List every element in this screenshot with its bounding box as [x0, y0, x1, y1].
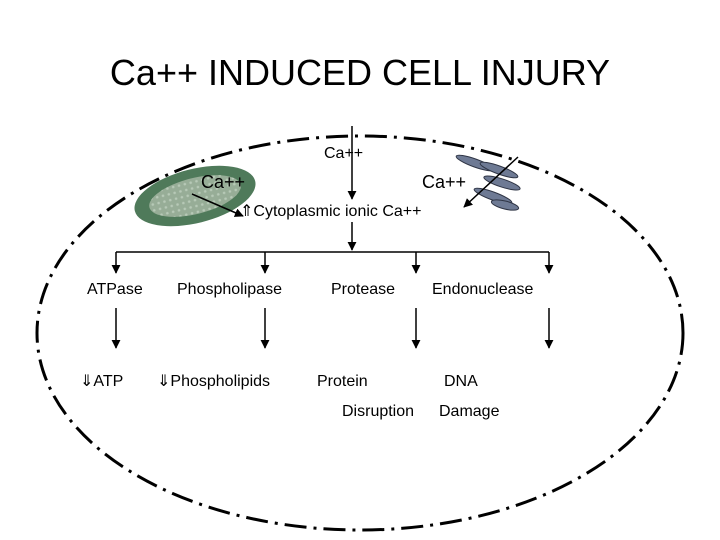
ca-top-label: Ca++ — [324, 145, 364, 162]
effect-atp: ⇓ATP — [80, 373, 124, 390]
effect-phospholipids: ⇓Phospholipids — [157, 373, 271, 390]
enzyme-protease: Protease — [331, 281, 396, 298]
enzyme-endonuclease: Endonuclease — [432, 281, 534, 298]
slide-title: Ca++ INDUCED CELL INJURY — [109, 52, 611, 93]
effect-protein: Protein — [317, 373, 368, 390]
cytoplasmic-ca-label: ⇑Cytoplasmic ionic Ca++ — [240, 203, 422, 220]
ca-mito-label: Ca++ — [201, 172, 246, 192]
arrow-er-influx — [463, 156, 519, 208]
enzyme-atpase: ATPase — [87, 281, 143, 298]
cell-membrane — [35, 134, 685, 532]
effect-dna: DNA — [444, 373, 478, 390]
effect-disruption: Disruption — [342, 403, 415, 420]
arrow-mito-influx — [191, 193, 244, 217]
ca-er-label: Ca++ — [422, 172, 467, 192]
effect-damage: Damage — [439, 403, 500, 420]
enzyme-phospholipase: Phospholipase — [177, 281, 282, 298]
endoplasmic-reticulum-icon — [455, 154, 521, 211]
